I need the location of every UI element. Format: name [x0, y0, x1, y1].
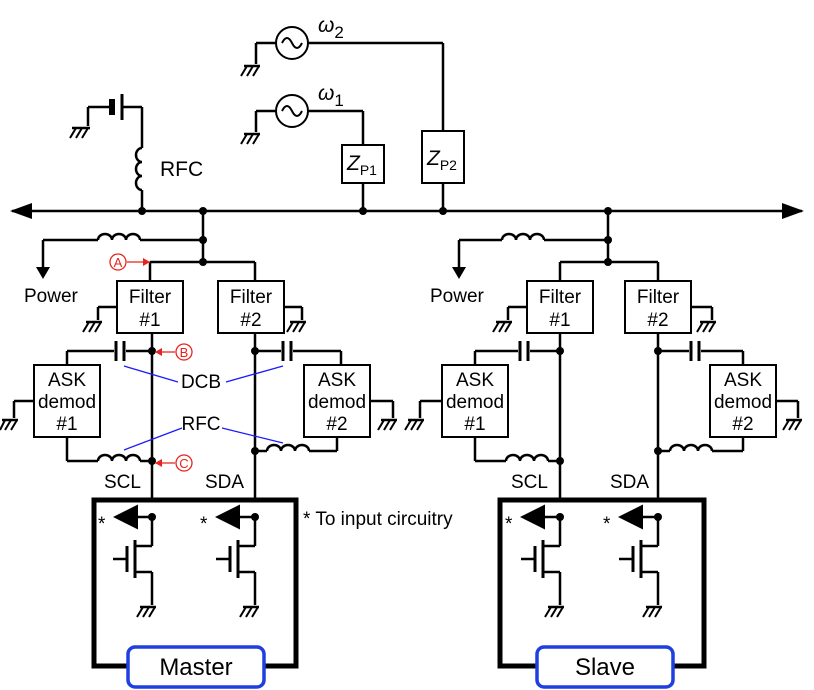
slave-rfc-1	[504, 453, 550, 462]
svg-text:ASK: ASK	[318, 370, 356, 391]
svg-text:ZP1: ZP1	[346, 152, 377, 178]
slave-rfc-2	[668, 443, 714, 452]
master-title: Master	[159, 654, 232, 681]
svg-text:demod: demod	[38, 392, 96, 413]
master-ask-demod-2: ASK demod #2	[255, 364, 397, 453]
svg-text:A: A	[114, 255, 123, 270]
rfc-label: RFC	[160, 158, 203, 181]
slave-title-box	[535, 645, 675, 689]
svg-text:#2: #2	[647, 310, 668, 331]
master-dcb-cap-1	[65, 341, 152, 365]
slave-box	[497, 497, 707, 669]
master-filter-2: Filter #2	[217, 280, 306, 334]
node-b-marker: B	[155, 343, 193, 361]
impedance-zp1: ZP1	[341, 144, 385, 215]
rfc-label-master: RFC	[181, 414, 220, 435]
svg-text:*: *	[505, 514, 513, 535]
source-omega1: ω1	[240, 82, 365, 145]
master-box	[91, 497, 299, 669]
input-circuitry-note: * To input circuitry	[303, 509, 453, 530]
master-filter-1: Filter #1	[82, 280, 184, 334]
node-c-marker: C	[155, 454, 193, 472]
svg-text:Filter: Filter	[637, 287, 680, 308]
slave-power-inductor	[500, 232, 546, 241]
svg-text:#1: #1	[464, 414, 485, 435]
bus-arrow-right	[782, 203, 804, 219]
slave-title: Slave	[575, 654, 635, 681]
slave-scl-label: SCL	[511, 472, 548, 493]
omega1-label: ω1	[318, 82, 344, 110]
omega2-label: ω2	[318, 14, 344, 42]
master-dcb-cap-2	[255, 341, 343, 365]
slave-transistor-scl	[521, 517, 564, 618]
master-title-box	[126, 645, 266, 689]
power-inductor	[96, 232, 142, 241]
svg-text:*: *	[98, 514, 106, 535]
slave-dcb-cap-1	[473, 341, 560, 365]
master-rfc-1	[96, 453, 142, 462]
svg-text:ASK: ASK	[456, 370, 494, 391]
slave-node: Power Filter #1 Filter #2	[404, 207, 802, 689]
svg-text:Filter: Filter	[230, 287, 273, 308]
svg-text:#1: #1	[139, 310, 160, 331]
source-omega2: ω2	[240, 14, 445, 131]
svg-text:Filter: Filter	[129, 287, 172, 308]
sda-label: SDA	[205, 472, 244, 493]
svg-text:*: *	[200, 514, 208, 535]
bias-supply: RFC	[69, 94, 203, 211]
master-node: Power A Filter #1 Filter #2	[0, 207, 453, 689]
svg-text:Filter: Filter	[539, 287, 582, 308]
master-rfc-2	[265, 443, 311, 452]
rfc-inductor	[134, 146, 143, 192]
svg-text:ZP2: ZP2	[426, 147, 457, 173]
svg-text:#2: #2	[240, 310, 261, 331]
svg-text:demod: demod	[308, 392, 366, 413]
main-bus	[10, 203, 804, 219]
svg-text:B: B	[180, 345, 189, 360]
impedance-zp2: ZP2	[421, 130, 465, 215]
slave-transistor-sda	[619, 517, 662, 618]
svg-text:#2: #2	[326, 414, 347, 435]
dcb-label: DCB	[181, 372, 221, 393]
master-transistor-scl	[113, 517, 156, 618]
svg-text:demod: demod	[714, 392, 772, 413]
slave-filter-1: Filter #1	[492, 280, 594, 334]
svg-text:#1: #1	[549, 310, 570, 331]
slave-ask-demod-2: ASK demod #2	[658, 364, 802, 453]
svg-text:ASK: ASK	[48, 370, 86, 391]
svg-text:ASK: ASK	[724, 370, 762, 391]
svg-text:*: *	[603, 514, 611, 535]
bus-arrow-left	[10, 203, 32, 219]
slave-filter-2: Filter #2	[624, 280, 716, 334]
node-a-marker: A	[109, 253, 150, 271]
svg-text:#2: #2	[732, 414, 753, 435]
svg-text:#1: #1	[56, 414, 77, 435]
svg-text:demod: demod	[446, 392, 504, 413]
master-transistor-sda	[216, 517, 259, 618]
slave-dcb-cap-2	[658, 341, 745, 365]
power-label: Power	[24, 286, 79, 307]
master-ask-demod-1: ASK demod #1	[0, 364, 152, 463]
slave-power-label: Power	[430, 286, 485, 307]
ground-icon	[69, 126, 90, 139]
slave-sda-label: SDA	[610, 472, 649, 493]
slave-ask-demod-1: ASK demod #1	[404, 364, 560, 463]
scl-label: SCL	[104, 472, 141, 493]
svg-text:C: C	[179, 456, 188, 471]
